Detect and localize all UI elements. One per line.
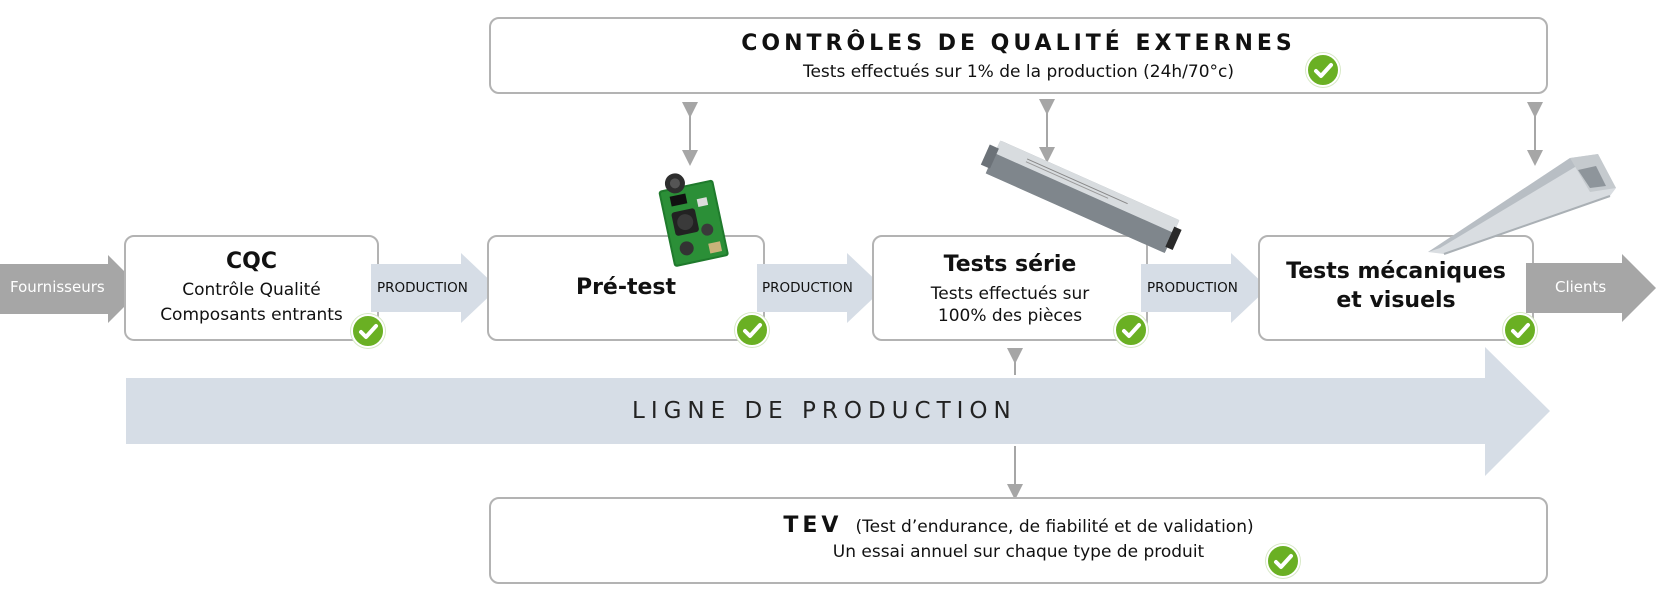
stage-mechanical-tests-title-2: et visuels: [1336, 288, 1456, 313]
stage-cqc-title: CQC: [226, 249, 277, 274]
check-icon: [1266, 544, 1300, 578]
external-quality-subtitle: Tests effectués sur 1% de la production …: [802, 62, 1235, 82]
clients-arrow-shape: [1526, 254, 1656, 322]
stage-series-tests-title: Tests série: [943, 252, 1077, 277]
stage-mechanical-tests-title-1: Tests mécaniques: [1286, 259, 1506, 284]
check-icon: [1306, 53, 1340, 87]
tev-paren: (Test d’endurance, de fiabilité et de va…: [855, 517, 1254, 537]
production-arrow-1-label: PRODUCTION: [377, 280, 468, 296]
production-arrow-3-label: PRODUCTION: [1147, 280, 1238, 296]
stage-cqc: CQC Contrôle Qualité Composants entrants: [124, 235, 379, 341]
external-quality-box: CONTRÔLES DE QUALITÉ EXTERNES Tests effe…: [489, 17, 1548, 94]
production-arrow-2-shape: [757, 253, 884, 323]
stage-series-tests-line2: 100% des pièces: [937, 306, 1083, 326]
production-arrow-3-shape: [1141, 253, 1268, 323]
tev-box: TEV (Test d’endurance, de fiabilité et d…: [489, 497, 1548, 584]
stage-mechanical-tests: Tests mécaniques et visuels: [1258, 235, 1534, 341]
clients-label: Clients: [1555, 278, 1607, 296]
suppliers-label: Fournisseurs: [10, 278, 105, 296]
stage-cqc-line2: Composants entrants: [160, 305, 343, 325]
tev-title: TEV: [783, 513, 843, 538]
stage-pretest-title: Pré-test: [575, 275, 677, 300]
tev-heading: TEV (Test d’endurance, de fiabilité et d…: [491, 513, 1546, 538]
production-arrow-2-label: PRODUCTION: [762, 280, 853, 296]
external-quality-title: CONTRÔLES DE QUALITÉ EXTERNES: [741, 31, 1296, 56]
stage-cqc-line1: Contrôle Qualité: [182, 280, 321, 300]
light-fixture-icon: [1428, 154, 1616, 255]
circuit-board-icon: [658, 173, 729, 267]
production-arrow-1-shape: [371, 253, 498, 323]
tev-subtitle: Un essai annuel sur chaque type de produ…: [832, 542, 1205, 562]
led-driver-icon: [980, 140, 1182, 254]
check-icon: [351, 314, 385, 348]
stage-series-tests-line1: Tests effectués sur: [930, 284, 1090, 304]
check-icon: [1503, 313, 1537, 347]
production-line-label: LIGNE DE PRODUCTION: [632, 398, 1017, 424]
check-icon: [735, 313, 769, 347]
suppliers-arrow-shape: [0, 255, 142, 323]
stage-series-tests: Tests série Tests effectués sur 100% des…: [872, 235, 1148, 341]
check-icon: [1114, 313, 1148, 347]
